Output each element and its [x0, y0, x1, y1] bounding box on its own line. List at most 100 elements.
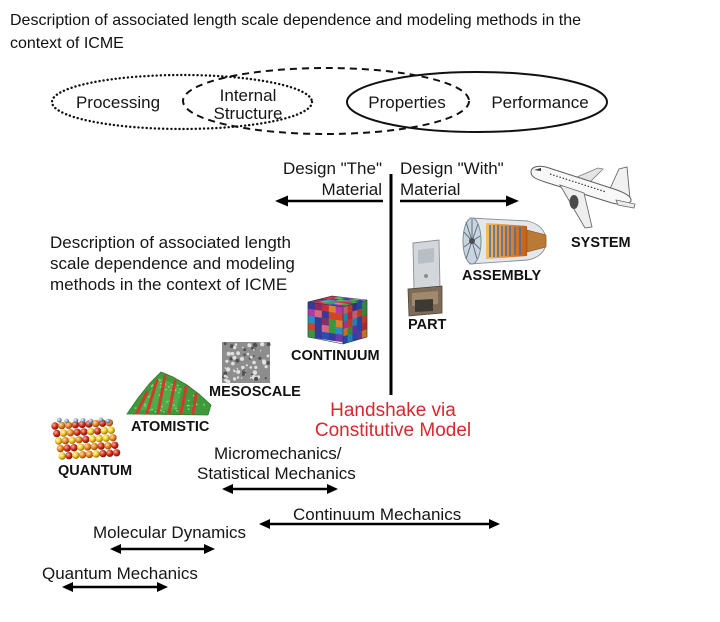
properties-performance-ellipse: [346, 71, 608, 133]
mesoscale-grain: [254, 376, 259, 381]
atomistic-atom: [192, 394, 195, 397]
airplane-cockpit: [534, 168, 541, 171]
mesoscale-grain: [223, 374, 227, 378]
performance-label: Performance: [491, 93, 588, 112]
mesoscale-grain: [236, 367, 239, 370]
mesoscale-grain: [240, 356, 244, 361]
engine-spinner: [469, 238, 475, 244]
quantum-atom: [83, 443, 92, 451]
mesoscale-grain: [236, 376, 240, 379]
mesoscale-grain: [242, 370, 245, 374]
quantum-atom: [66, 429, 75, 437]
quantum-atom: [78, 451, 87, 459]
description-line-1: Description of associated length: [50, 233, 291, 252]
quantum-atom: [107, 426, 115, 434]
quantum-atom: [54, 437, 63, 445]
quantum-atom: [80, 428, 88, 436]
cube-left-shade: [308, 302, 343, 344]
quantum-atom: [75, 436, 83, 444]
scale-label-system: SYSTEM: [571, 235, 631, 251]
mesoscale-grain: [233, 369, 235, 371]
quantum-atom: [95, 434, 104, 443]
mesoscale-grain: [232, 355, 237, 360]
mesoscale-grain: [251, 346, 254, 350]
airplane-stabilizer: [615, 199, 636, 209]
mesoscale-grain: [234, 343, 238, 346]
design-with-material-arrow: [400, 195, 519, 207]
design-the-material-arrow: [275, 195, 383, 207]
mesoscale-grain: [230, 351, 235, 356]
mesoscale-grain: [249, 376, 252, 379]
quantum-atom: [53, 429, 61, 438]
quantum-atoms: [51, 417, 121, 460]
continuum-mechanics-label: Continuum Mechanics: [293, 505, 461, 524]
mesoscale-background: [222, 342, 270, 383]
design-the-material-label-line-1: Design "The": [283, 159, 382, 178]
mesoscale-grain: [226, 376, 229, 379]
scale-label-atomistic: ATOMISTIC: [131, 419, 210, 435]
atomistic-atom: [143, 403, 146, 406]
quantum-atom: [59, 429, 68, 437]
mesoscale-grain: [264, 365, 268, 369]
quantum-adatom: [80, 418, 86, 423]
atomistic-atom: [147, 395, 150, 398]
mesoscale-grain: [241, 372, 245, 376]
atomistic-atom: [158, 394, 161, 397]
atomistic-atom: [187, 399, 190, 402]
engine-fan-blades: [463, 219, 481, 260]
atomistic-atom: [170, 389, 173, 392]
engine-compressor-blades: [489, 225, 521, 257]
quantum-atom: [100, 427, 109, 435]
quantum-atom: [72, 451, 80, 459]
quantum-atom: [71, 421, 80, 429]
mesoscale-grain: [252, 370, 258, 375]
atomistic-atom: [134, 407, 137, 409]
mesoscale-grain: [231, 361, 235, 366]
cube-right-shade: [343, 300, 367, 344]
design-header: Design "The" Material Design "With" Mate…: [275, 159, 519, 395]
micromechanics-arrow: [222, 484, 338, 494]
mesoscale-grain: [266, 361, 270, 365]
mesoscale-grain: [233, 345, 237, 350]
quantum-atom: [65, 451, 73, 460]
atomistic-atom: [187, 408, 190, 410]
mesoscale-grain: [262, 360, 267, 365]
quantum-atom: [88, 435, 97, 443]
cube-patches: [307, 295, 368, 345]
mesoscale-grain: [223, 342, 227, 346]
arrow-head-left: [110, 544, 121, 554]
quantum-atom: [92, 450, 100, 458]
arrow-head-right: [157, 582, 168, 592]
processing-structure-ellipse: [50, 73, 314, 131]
mesoscale-grain: [235, 358, 240, 363]
mesoscale-grain: [249, 366, 253, 369]
quantum-atom: [77, 443, 85, 451]
structure-properties-ellipse: [182, 67, 470, 135]
arrow-head-right: [506, 195, 519, 207]
atomistic-atom: [160, 382, 162, 385]
mesoscale-grain: [224, 378, 228, 382]
atomistic-atom: [144, 405, 147, 407]
atomistic-atom: [161, 405, 164, 408]
arrow-head-right: [489, 519, 500, 529]
atomistic-atom: [160, 409, 163, 412]
scale-label-assembly: ASSEMBLY: [462, 268, 542, 284]
scale-label-mesoscale: MESOSCALE: [209, 384, 301, 400]
mesoscale-grain: [254, 365, 258, 369]
atomistic-atom: [162, 410, 165, 413]
mesoscale-grain: [225, 367, 231, 372]
airplane-fuselage: [530, 165, 632, 205]
engine-exhaust: [526, 229, 547, 253]
molecular-dynamics-arrow: [110, 544, 215, 554]
methods: Micromechanics/ Statistical Mechanics Co…: [42, 444, 500, 592]
atomistic-atom: [173, 404, 175, 407]
description-line-2: scale dependence and modeling: [50, 254, 295, 273]
quantum-adatom: [88, 418, 94, 424]
airplane-image: [530, 165, 636, 229]
quantum-atom: [111, 441, 119, 449]
design-the-material-label-line-2: Material: [322, 180, 382, 199]
quantum-atom: [93, 427, 102, 435]
arrow-head-left: [222, 484, 233, 494]
atomistic-atom: [171, 383, 174, 386]
mesoscale-grain: [225, 359, 229, 363]
